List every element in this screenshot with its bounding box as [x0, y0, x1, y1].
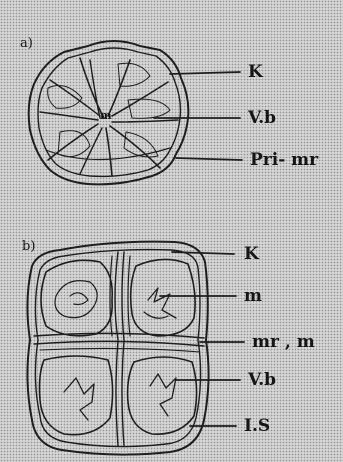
- panel-a-lower-band: [46, 148, 170, 160]
- label-b-m: m: [244, 288, 262, 305]
- label-a-vb: V.b: [248, 110, 276, 127]
- panel-b-cell-top-left: [41, 260, 112, 335]
- panel-a-label: a): [20, 37, 33, 50]
- panel-b-cell-bottom-right: [128, 357, 197, 434]
- panel-a-center-label: m: [100, 110, 112, 121]
- panel-a-leader-lines: [154, 72, 242, 160]
- leader-a-pri-mr: [176, 158, 242, 160]
- panel-b-cell-top-right: [131, 259, 195, 336]
- panel-b-drawing: [27, 242, 208, 455]
- panel-b-horizontal-septum: [34, 333, 204, 352]
- label-a-pri-mr: Pri- mr: [250, 152, 318, 169]
- panel-b-leader-lines: [160, 252, 244, 426]
- label-b-is: I.S: [244, 418, 270, 435]
- leader-b-k: [172, 252, 234, 254]
- panel-b-cell-bottom-left: [40, 356, 113, 435]
- label-a-k: K: [248, 64, 263, 81]
- label-b-mr-m: mr , m: [252, 334, 315, 351]
- panel-b-label: b): [22, 240, 35, 253]
- leader-a-k: [170, 72, 240, 74]
- label-b-vb: V.b: [248, 372, 276, 389]
- label-b-k: K: [244, 246, 259, 263]
